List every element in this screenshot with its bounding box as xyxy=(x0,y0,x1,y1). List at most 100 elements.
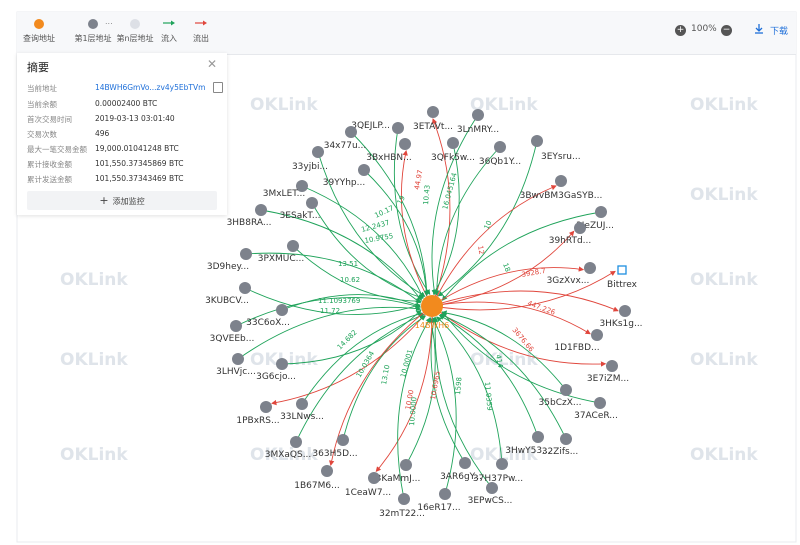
address-node[interactable] xyxy=(427,106,439,118)
flow-edge[interactable] xyxy=(363,169,430,297)
address-node[interactable] xyxy=(239,282,251,294)
flow-edge[interactable] xyxy=(441,211,602,301)
flow-edge[interactable] xyxy=(271,305,433,406)
address-node[interactable] xyxy=(619,305,631,317)
center-node-group[interactable]: 14BWH6 xyxy=(415,295,449,330)
address-node[interactable] xyxy=(574,222,586,234)
summary-row-label: 累计发送金额 xyxy=(27,175,72,184)
address-node[interactable] xyxy=(439,488,451,500)
flow-edge[interactable] xyxy=(235,296,421,327)
address-node[interactable] xyxy=(399,138,411,150)
flow-edge[interactable] xyxy=(301,185,424,299)
flow-edge[interactable] xyxy=(431,266,585,307)
address-node[interactable] xyxy=(532,431,544,443)
address-node[interactable] xyxy=(595,206,607,218)
legend-layer1: 第1层地址 xyxy=(63,12,123,54)
address-node[interactable] xyxy=(555,175,567,187)
flow-edge[interactable] xyxy=(292,245,422,304)
add-watch-button[interactable]: +添加监控 xyxy=(27,191,217,210)
zoom-in-button[interactable]: + xyxy=(675,25,686,36)
address-node[interactable] xyxy=(368,472,380,484)
flow-edge[interactable] xyxy=(437,140,538,297)
flow-edge[interactable] xyxy=(301,311,424,405)
address-node[interactable] xyxy=(400,459,412,471)
flow-edge[interactable] xyxy=(431,185,557,307)
flow-edge[interactable] xyxy=(434,146,501,296)
edge-amount-label: 19 xyxy=(396,194,407,206)
address-node[interactable] xyxy=(494,141,506,153)
light-dot-icon xyxy=(130,19,140,29)
close-icon[interactable]: ✕ xyxy=(206,57,217,71)
address-node[interactable] xyxy=(240,248,252,260)
flow-edge[interactable] xyxy=(260,209,423,301)
address-node[interactable] xyxy=(594,397,606,409)
flow-edge[interactable] xyxy=(431,114,479,296)
address-node[interactable] xyxy=(358,164,370,176)
flow-edge[interactable] xyxy=(350,131,430,297)
flow-edge[interactable] xyxy=(441,311,601,404)
address-node[interactable] xyxy=(230,320,242,332)
address-node[interactable] xyxy=(606,360,618,372)
center-node[interactable] xyxy=(421,295,443,317)
address-node[interactable] xyxy=(531,135,543,147)
flow-edge[interactable] xyxy=(431,305,607,367)
address-node[interactable] xyxy=(560,433,572,445)
copy-icon[interactable] xyxy=(213,82,223,93)
flow-edge[interactable] xyxy=(433,142,460,295)
flow-edge[interactable] xyxy=(237,305,422,360)
flow-edge[interactable] xyxy=(295,313,425,443)
flow-edge[interactable] xyxy=(432,317,457,495)
address-node[interactable] xyxy=(447,137,459,149)
address-node[interactable] xyxy=(296,398,308,410)
flow-edge[interactable] xyxy=(245,252,422,304)
address-node[interactable] xyxy=(296,180,308,192)
flow-edge[interactable] xyxy=(436,316,503,465)
flow-edge[interactable] xyxy=(430,316,466,464)
address-node[interactable] xyxy=(459,457,471,469)
flow-edge[interactable] xyxy=(431,230,575,307)
flow-edge[interactable] xyxy=(400,150,433,307)
flow-edge[interactable] xyxy=(393,127,431,295)
address-node[interactable] xyxy=(472,109,484,121)
flow-edge[interactable] xyxy=(375,305,433,473)
flow-edge[interactable] xyxy=(397,317,431,500)
oklink-watermark: OKLink xyxy=(60,445,128,465)
address-node[interactable] xyxy=(276,358,288,370)
address-node[interactable] xyxy=(232,353,244,365)
exchange-icon[interactable] xyxy=(617,265,627,275)
address-node[interactable] xyxy=(260,401,272,413)
address-node[interactable] xyxy=(392,122,404,134)
flow-edge[interactable] xyxy=(432,316,493,489)
address-node[interactable] xyxy=(486,482,498,494)
address-node[interactable] xyxy=(321,465,333,477)
flow-edge[interactable] xyxy=(439,313,567,440)
zoom-out-button[interactable]: − xyxy=(721,25,732,36)
address-node[interactable] xyxy=(276,304,288,316)
flow-edge[interactable] xyxy=(431,270,616,311)
flow-edge[interactable] xyxy=(317,151,426,297)
address-node[interactable] xyxy=(591,329,603,341)
flow-edge[interactable] xyxy=(441,310,567,391)
address-node[interactable] xyxy=(584,262,596,274)
address-node[interactable] xyxy=(290,436,302,448)
flow-edge[interactable] xyxy=(405,316,436,466)
current-address-link[interactable]: 14BWH6GmVo...zv4y5EbTVm xyxy=(95,83,206,92)
address-node[interactable] xyxy=(287,240,299,252)
address-node[interactable] xyxy=(312,146,324,158)
flow-edge[interactable] xyxy=(431,290,619,312)
address-node[interactable] xyxy=(306,197,318,209)
address-node[interactable] xyxy=(496,458,508,470)
flow-edge[interactable] xyxy=(342,315,427,441)
address-node[interactable] xyxy=(255,204,267,216)
flow-edge[interactable] xyxy=(328,305,433,466)
address-node-label: 3LnMRY... xyxy=(457,125,499,135)
flow-edge[interactable] xyxy=(311,202,424,300)
address-node[interactable] xyxy=(398,493,410,505)
legend-layer1-label: 第1层地址 xyxy=(74,34,112,43)
address-node[interactable] xyxy=(345,126,357,138)
address-node[interactable] xyxy=(337,434,349,446)
flow-edge[interactable] xyxy=(244,287,421,316)
flow-edge[interactable] xyxy=(438,314,539,438)
flow-edge[interactable] xyxy=(431,301,591,335)
address-node[interactable] xyxy=(560,384,572,396)
